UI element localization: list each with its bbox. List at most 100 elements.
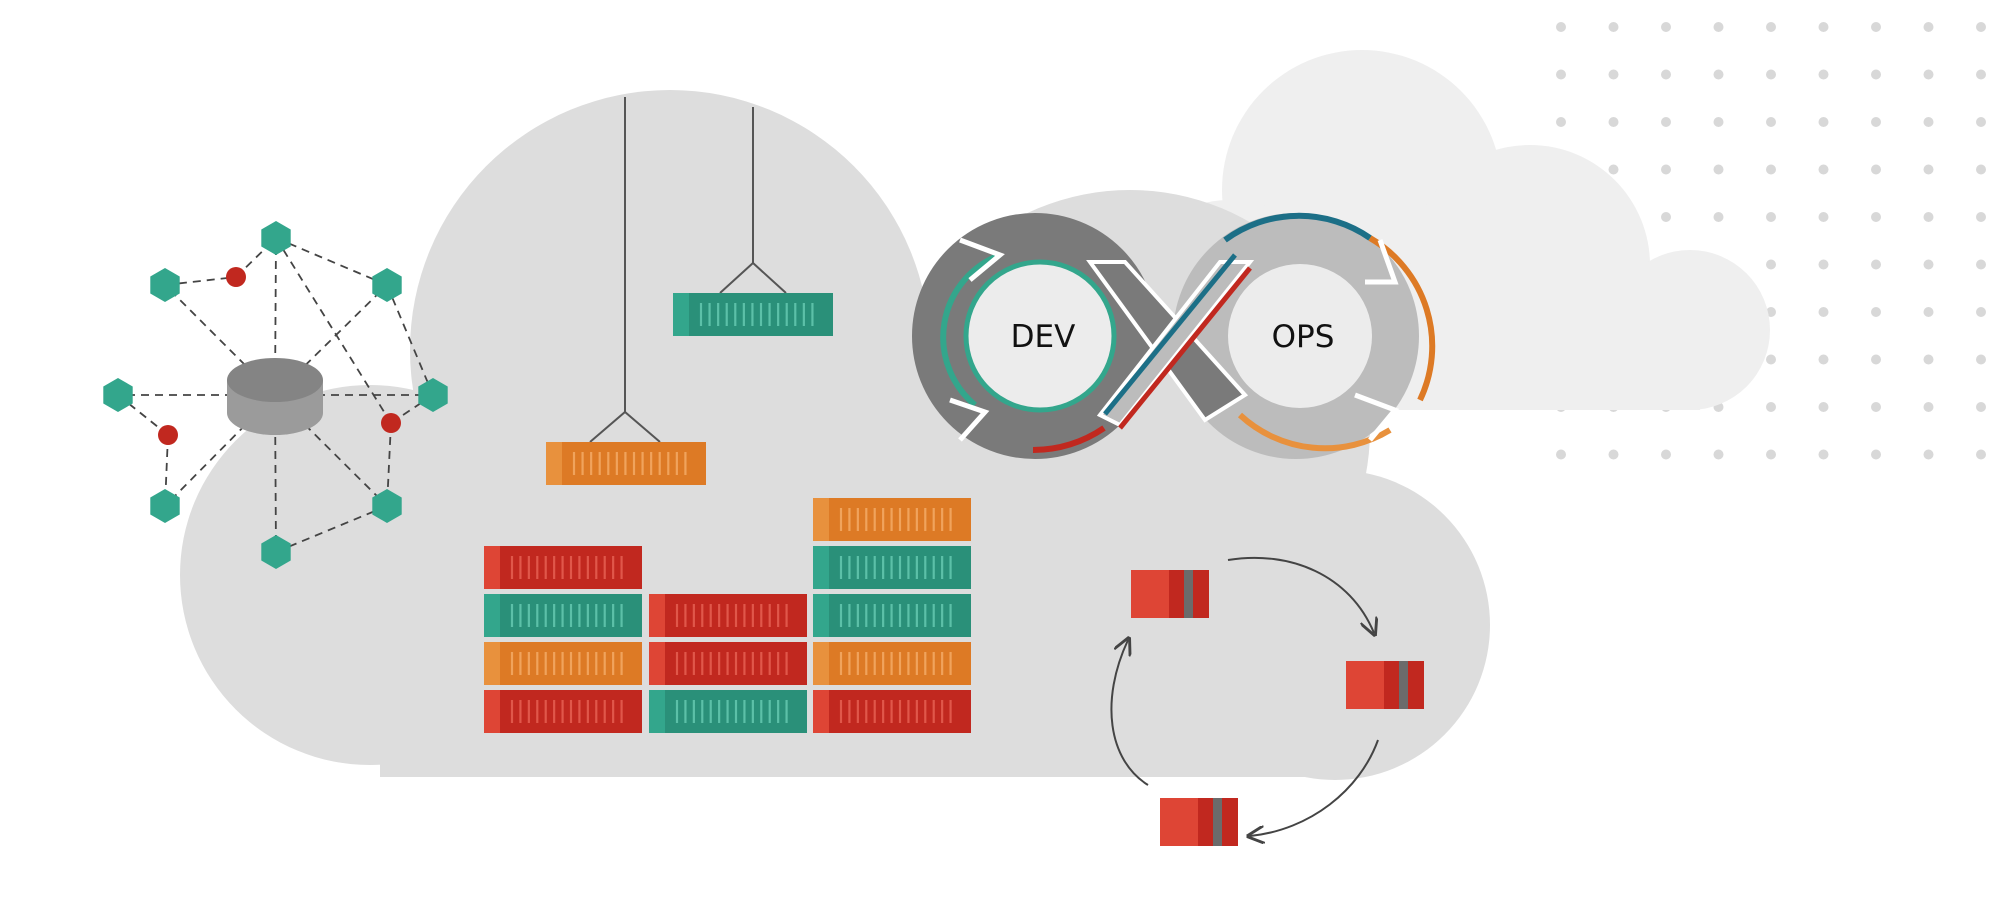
grid-dot <box>1871 164 1881 175</box>
hanging-container-orange <box>546 442 706 485</box>
ops-label: OPS <box>1272 319 1335 355</box>
grid-dot <box>1976 402 1986 412</box>
grid-dot <box>1608 22 1619 32</box>
grid-dot <box>1923 354 1934 365</box>
grid-dot <box>1871 22 1881 32</box>
shipping-container-icon <box>484 546 642 589</box>
server-block-icon <box>1346 661 1424 709</box>
grid-dot <box>1923 402 1934 412</box>
crane-hook-icon <box>589 97 787 443</box>
hexagon-node-icon <box>150 489 180 523</box>
grid-dot <box>1818 354 1829 365</box>
grid-dot <box>1766 69 1776 80</box>
red-node-icon <box>381 413 401 433</box>
grid-dot <box>1871 259 1881 270</box>
grid-dot <box>1871 354 1881 365</box>
grid-dot <box>1766 449 1776 460</box>
network-link <box>275 237 388 286</box>
red-node-icon <box>226 267 246 287</box>
grid-dot <box>1923 164 1934 175</box>
grid-dot <box>1976 449 1986 460</box>
shipping-container-icon <box>649 594 807 637</box>
hanging-container-teal <box>673 293 833 336</box>
grid-dot <box>1923 212 1934 222</box>
network-link <box>117 394 169 436</box>
grid-dot <box>1871 212 1881 222</box>
grid-dot <box>1976 164 1986 175</box>
grid-dot <box>1871 117 1881 127</box>
database-top <box>227 358 323 402</box>
hexagon-node-icon <box>150 268 180 302</box>
grid-dot <box>1608 69 1619 80</box>
red-node-icon <box>158 425 178 445</box>
network-link <box>164 276 237 286</box>
shipping-container-icon <box>484 594 642 637</box>
grid-dot <box>1766 259 1776 270</box>
grid-dot <box>1766 164 1776 175</box>
grid-dot <box>1766 402 1776 412</box>
shipping-container-icon <box>813 642 971 685</box>
grid-dot <box>1923 22 1934 32</box>
grid-dot <box>1661 164 1671 175</box>
grid-dot <box>1713 212 1724 222</box>
grid-dot <box>1818 212 1829 222</box>
grid-dot <box>1713 164 1724 175</box>
shipping-container-icon <box>649 690 807 733</box>
grid-dot <box>1661 212 1671 222</box>
grid-dot <box>1818 69 1829 80</box>
network-link <box>274 237 277 396</box>
network-link <box>164 394 276 507</box>
hexagon-node-icon <box>418 378 448 412</box>
network-link <box>274 394 388 507</box>
network-hub-icon <box>103 221 448 569</box>
network-link <box>386 284 434 396</box>
server-blocks <box>1131 570 1424 846</box>
shipping-container-icon <box>813 546 971 589</box>
grid-dot <box>1976 354 1986 365</box>
grid-dot <box>1818 402 1829 412</box>
grid-dot <box>1976 69 1986 80</box>
grid-dot <box>1556 117 1566 127</box>
grid-dot <box>1608 449 1619 460</box>
grid-dot <box>1556 449 1566 460</box>
grid-dot <box>1871 307 1881 317</box>
shipping-container-icon <box>484 690 642 733</box>
grid-dot <box>1661 69 1671 80</box>
grid-dot <box>1556 69 1566 80</box>
grid-dot <box>1871 402 1881 412</box>
grid-dot <box>1976 307 1986 317</box>
grid-dot <box>1923 449 1934 460</box>
grid-dot <box>1556 22 1566 32</box>
hexagon-node-icon <box>372 489 402 523</box>
grid-dot <box>1818 22 1829 32</box>
network-link <box>274 284 388 396</box>
server-block-icon <box>1131 570 1209 618</box>
grid-dot <box>1923 69 1934 80</box>
grid-dot <box>1818 117 1829 127</box>
grid-dot <box>1976 212 1986 222</box>
grid-dot <box>1661 117 1671 127</box>
grid-dot <box>1923 259 1934 270</box>
shipping-container-icon <box>813 498 971 541</box>
cycle-arrow-icon <box>1110 556 1379 836</box>
shipping-container-icon <box>813 594 971 637</box>
container-stacks <box>484 293 971 733</box>
network-link <box>275 505 388 553</box>
grid-dot <box>1923 307 1934 317</box>
grid-dot <box>1976 117 1986 127</box>
server-block-icon <box>1160 798 1238 846</box>
infinity-loop-icon: DEV OPS <box>912 212 1436 459</box>
grid-dot <box>1766 22 1776 32</box>
shipping-container-icon <box>813 690 971 733</box>
grid-dot <box>1608 164 1619 175</box>
grid-dot <box>1713 449 1724 460</box>
grid-dot <box>1766 307 1776 317</box>
grid-dot <box>1713 22 1724 32</box>
hexagon-node-icon <box>261 535 291 569</box>
shipping-container-icon <box>484 642 642 685</box>
shipping-container-icon <box>649 642 807 685</box>
grid-dot <box>1608 117 1619 127</box>
grid-dot <box>1713 69 1724 80</box>
network-link <box>274 394 277 553</box>
